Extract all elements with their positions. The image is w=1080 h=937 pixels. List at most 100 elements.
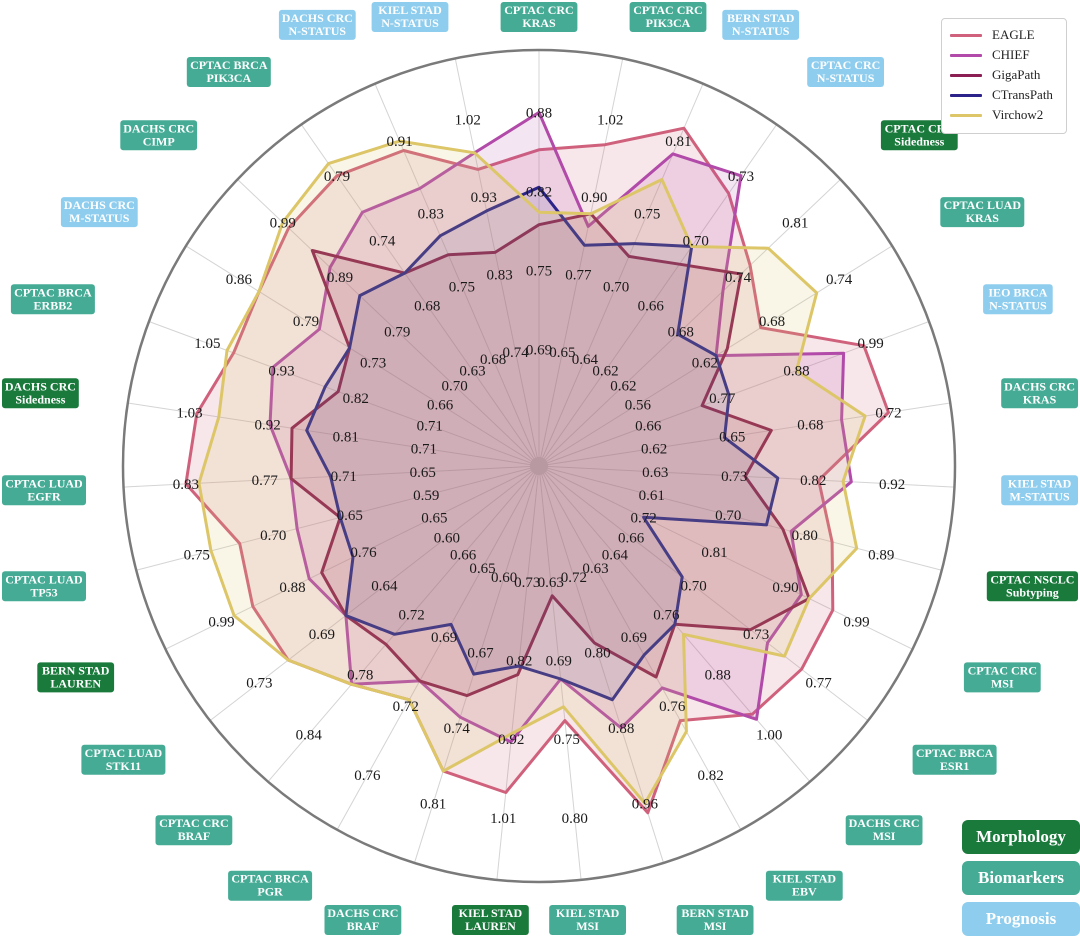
- tick-label: 0.88: [526, 105, 552, 121]
- spoke-line: [538, 465, 665, 864]
- tick-label: 0.62: [592, 363, 618, 379]
- tick-label: 0.63: [459, 363, 485, 379]
- tick-label: 0.70: [680, 579, 706, 595]
- task-label-box: [940, 197, 1025, 228]
- tick-label: 0.76: [653, 607, 680, 623]
- tick-label: 0.75: [554, 732, 580, 748]
- task-label-text: EGFR: [27, 489, 61, 503]
- spoke-line: [148, 321, 540, 467]
- tick-label: 0.70: [260, 528, 286, 544]
- tick-label: 0.65: [421, 510, 447, 526]
- spoke-line: [538, 83, 704, 467]
- tick-label: 0.81: [701, 545, 727, 561]
- task-label-text: CPTAC LUAD: [5, 476, 83, 490]
- task-label-text: PIK3CA: [206, 71, 251, 85]
- tick-label: 0.90: [772, 580, 798, 596]
- task-label-text: BRAF: [347, 919, 380, 933]
- task-label-box: [120, 120, 198, 151]
- tick-label: 0.91: [386, 134, 412, 150]
- tick-label: 0.89: [868, 548, 894, 564]
- tick-label: 0.69: [309, 627, 335, 643]
- task-label-text: DACHS CRC: [123, 121, 194, 135]
- spoke-line: [538, 402, 951, 467]
- spoke-line: [136, 465, 540, 571]
- tick-label: 0.72: [875, 406, 901, 422]
- legend-swatch: [950, 113, 982, 117]
- tick-label: 0.81: [420, 796, 446, 812]
- spoke-line: [300, 124, 540, 467]
- task-label-box: [10, 284, 95, 315]
- tick-label: 0.75: [526, 264, 552, 280]
- task-label-text: KRAS: [522, 16, 556, 30]
- task-label-text: KIEL STAD: [378, 3, 442, 17]
- task-label-box: [1001, 378, 1078, 409]
- task-label-text: CPTAC BRCA: [14, 285, 92, 299]
- spoke-line: [538, 465, 913, 650]
- task-label-text: CIMP: [143, 134, 175, 148]
- task-label-box: [722, 9, 800, 40]
- task-label-text: KIEL STAD: [1008, 476, 1072, 490]
- task-label-text: CPTAC BRCA: [916, 746, 994, 760]
- tick-label: 0.86: [226, 272, 253, 288]
- tick-label: 0.88: [608, 721, 634, 737]
- tick-label: 0.92: [879, 477, 905, 493]
- tick-label: 0.90: [581, 190, 607, 206]
- task-label-box: [278, 9, 356, 40]
- task-label-text: CPTAC CRC: [968, 663, 1037, 677]
- spoke-line: [185, 245, 540, 467]
- task-label-text: DACHS CRC: [282, 11, 353, 25]
- spoke-line: [538, 124, 778, 467]
- task-label-box: [963, 662, 1041, 693]
- task-label-text: CPTAC CRC: [885, 121, 954, 135]
- tick-label: 0.72: [393, 699, 419, 715]
- tick-label: 0.73: [246, 675, 272, 691]
- task-label-text: IEO BRCA: [988, 285, 1047, 299]
- tick-label: 0.82: [697, 768, 723, 784]
- tick-label: 0.72: [398, 607, 424, 623]
- tick-label: 1.02: [455, 113, 481, 129]
- task-label-text: KIEL STAD: [459, 906, 523, 920]
- tick-label: 1.03: [176, 406, 202, 422]
- task-label-text: MSI: [873, 829, 896, 843]
- task-label-box: [186, 57, 271, 87]
- tick-label: 0.72: [561, 570, 587, 586]
- task-label-box: [765, 870, 843, 901]
- tick-label: 0.77: [565, 268, 592, 284]
- tick-label: 0.77: [805, 675, 832, 691]
- tick-label: 0.80: [562, 811, 588, 827]
- task-label-box: [2, 571, 86, 602]
- task-label-text: N-STATUS: [289, 24, 347, 38]
- center-dot: [530, 457, 548, 475]
- task-label-text: Sidedness: [894, 134, 944, 148]
- task-label-text: CPTAC CRC: [504, 3, 573, 17]
- task-label-text: CPTAC BRCA: [231, 872, 309, 886]
- task-label-text: MSI: [704, 919, 727, 933]
- tick-label: 0.68: [668, 324, 694, 340]
- tick-label: 0.79: [293, 314, 319, 330]
- tick-label: 0.88: [279, 580, 305, 596]
- task-label-text: ESR1: [940, 759, 969, 773]
- tick-label: 0.73: [728, 169, 754, 185]
- tick-label: 0.74: [826, 272, 853, 288]
- task-label-text: KRAS: [1023, 392, 1057, 406]
- task-label-box: [845, 815, 923, 846]
- tick-label: 0.96: [632, 796, 659, 812]
- tick-label: 0.65: [549, 345, 575, 361]
- legend-swatch: [950, 53, 982, 57]
- task-label-text: N-STATUS: [732, 24, 790, 38]
- tick-label: 0.73: [721, 469, 747, 485]
- tick-label: 0.66: [427, 397, 454, 413]
- legend-label: CTransPath: [992, 87, 1053, 102]
- task-label-text: M-STATUS: [69, 211, 130, 225]
- task-label-text: CPTAC CRC: [159, 816, 228, 830]
